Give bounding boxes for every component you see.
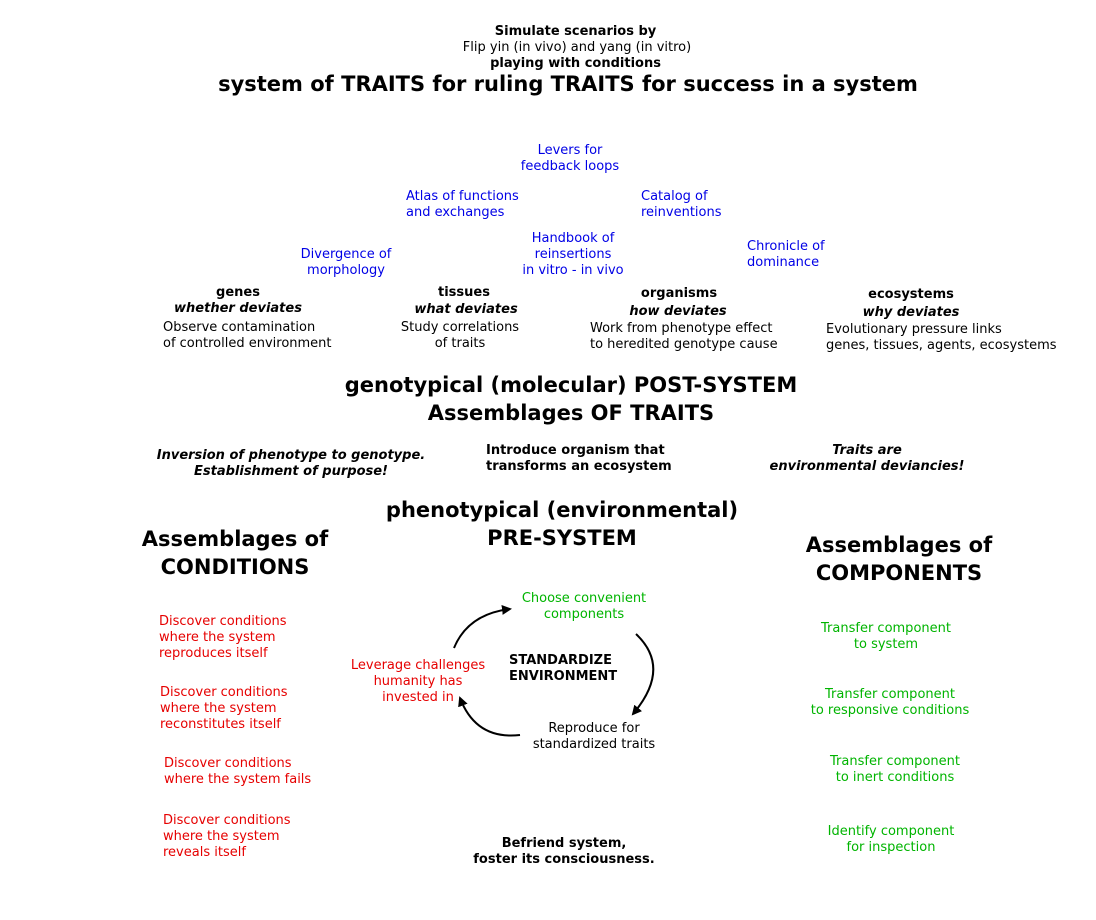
levers-label: Levers for feedback loops	[520, 143, 620, 174]
organisms-question: how deviates	[629, 304, 727, 319]
simulate-line2: playing with conditions	[490, 56, 661, 71]
handbook-label: Handbook of reinsertions in vitro - in v…	[522, 231, 624, 278]
atlas-label: Atlas of functions and exchanges	[406, 189, 519, 220]
arrow-to-choose	[453, 604, 512, 649]
condition-item-reconstitutes: Discover conditions where the system rec…	[160, 685, 288, 732]
cycle-center: STANDARDIZE ENVIRONMENT	[509, 653, 618, 684]
conditions-title: Assemblages of CONDITIONS	[141, 527, 329, 579]
ecosystems-desc: Evolutionary pressure links genes, tissu…	[826, 322, 1057, 353]
cycle-choose: Choose convenient components	[521, 591, 647, 622]
component-item-inert: Transfer component to inert conditions	[830, 754, 960, 785]
divergence-label: Divergence of morphology	[300, 247, 392, 278]
component-item-inspection: Identify component for inspection	[827, 824, 955, 855]
simulate-note: Simulate scenarios by playing with condi…	[471, 8, 671, 72]
cycle-reproduce: Reproduce for standardized traits	[532, 721, 656, 752]
page-title: system of TRAITS for ruling TRAITS for s…	[218, 72, 918, 96]
befriend-note: Befriend system, foster its consciousnes…	[473, 836, 655, 867]
chronicle-label: Chronicle of dominance	[747, 239, 825, 270]
genes-desc: Observe contamination of controlled envi…	[163, 320, 332, 351]
condition-item-reproduces: Discover conditions where the system rep…	[159, 614, 287, 661]
ecosystems-name: ecosystems	[868, 287, 954, 302]
component-item-responsive: Transfer component to responsive conditi…	[810, 687, 970, 718]
arrow-to-leverage	[458, 696, 521, 737]
traits-note: Traits are environmental deviancies!	[769, 443, 965, 474]
tissues-question: what deviates	[414, 302, 518, 317]
ecosystems-question: why deviates	[862, 305, 960, 320]
genes-name: genes	[216, 285, 260, 300]
organisms-name: organisms	[640, 286, 718, 301]
condition-item-reveals: Discover conditions where the system rev…	[163, 813, 291, 860]
introduce-note: Introduce organism that transforms an ec…	[486, 443, 672, 474]
components-title: Assemblages of COMPONENTS	[805, 533, 993, 585]
inversion-note: Inversion of phenotype to genotype. Esta…	[156, 448, 426, 479]
organisms-desc: Work from phenotype effect to heredited …	[590, 321, 778, 352]
arrow-to-reproduce	[631, 633, 655, 716]
tissues-name: tissues	[438, 285, 490, 300]
catalog-label: Catalog of reinventions	[641, 189, 722, 220]
post-system-title: genotypical (molecular) POST-SYSTEM Asse…	[344, 373, 798, 425]
condition-item-fails: Discover conditions where the system fai…	[164, 756, 312, 787]
cycle-leverage: Leverage challenges humanity has investe…	[350, 658, 486, 705]
component-item-system: Transfer component to system	[821, 621, 951, 652]
tissues-desc: Study correlations of traits	[400, 320, 520, 351]
flip-note: Flip yin (in vivo) and yang (in vitro)	[462, 40, 692, 55]
simulate-line1: Simulate scenarios by	[494, 24, 657, 39]
genes-question: whether deviates	[174, 301, 302, 316]
pre-system-title: phenotypical (environmental) PRE-SYSTEM	[385, 498, 739, 550]
